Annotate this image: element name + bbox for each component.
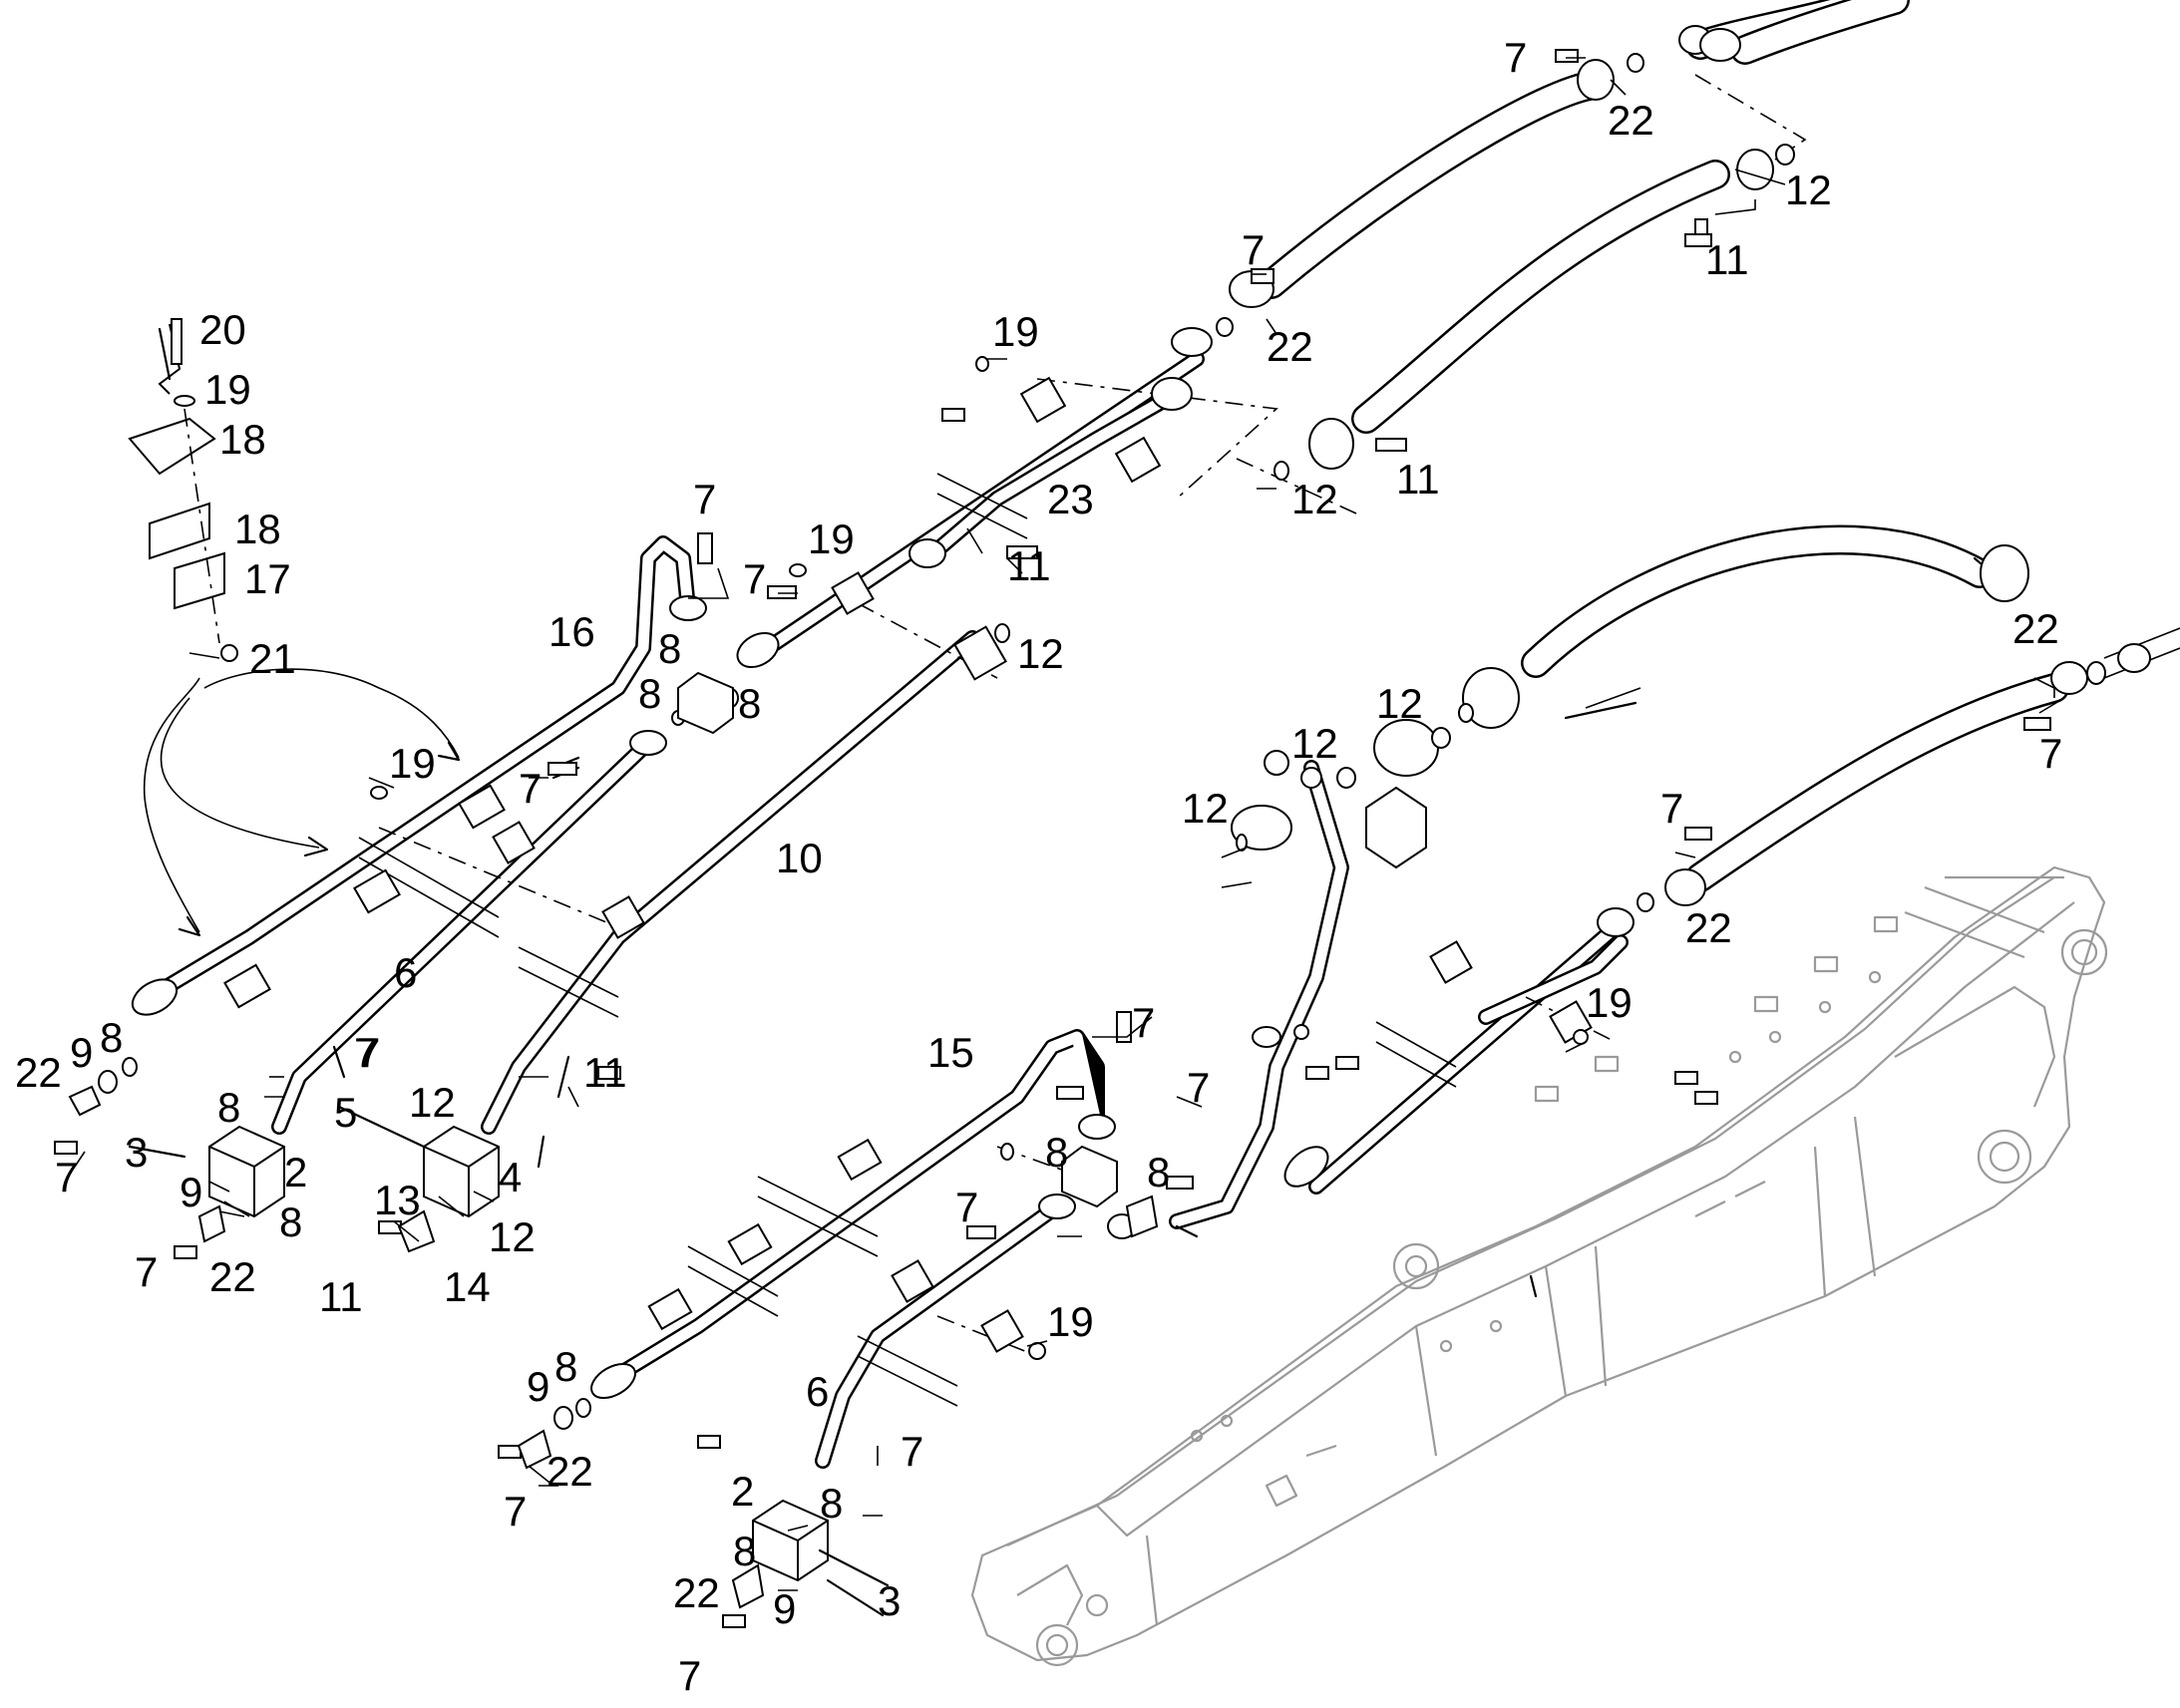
callout: 4: [499, 1154, 522, 1200]
callout: 16: [548, 608, 595, 655]
callout: 17: [244, 555, 291, 602]
callout: 11: [583, 1049, 627, 1096]
callout: 8: [100, 1014, 123, 1061]
callout: 10: [776, 835, 823, 881]
boom-arm: [970, 865, 2108, 1667]
callout: 13: [374, 1177, 421, 1223]
callout: 2: [731, 1468, 754, 1515]
callout: 2: [284, 1149, 307, 1196]
callout: 19: [992, 308, 1039, 355]
callout: 3: [125, 1129, 148, 1176]
callout: 22: [15, 1049, 62, 1096]
callout: 12: [1182, 785, 1229, 832]
callout: 18: [234, 506, 281, 552]
callout: 8: [738, 680, 761, 727]
callout: 9: [180, 1169, 202, 1215]
callout: 7: [678, 1652, 701, 1699]
callout: 8: [820, 1480, 843, 1527]
tube-assemblies: [142, 0, 2180, 1469]
callout: 6: [394, 949, 417, 996]
callout: 5: [334, 1089, 357, 1136]
callout-labels: 7 22 12 11 7 22 12 11 20 19 18 18 17 21 …: [15, 34, 2062, 1699]
callout: 7: [1242, 226, 1265, 273]
callout: 7: [135, 1248, 158, 1295]
callout: 23: [1047, 476, 1094, 522]
components: [54, 25, 2151, 1628]
callout: 7: [55, 1154, 78, 1200]
callout: 19: [1047, 1298, 1094, 1345]
callout: 8: [1147, 1149, 1170, 1196]
callout: 11: [1396, 456, 1440, 503]
callout: 7: [354, 1029, 377, 1076]
callout: 20: [199, 306, 246, 353]
callout: 19: [389, 740, 436, 787]
callout: 6: [806, 1368, 829, 1415]
arrow-right-middle: [160, 697, 320, 849]
callout: 7: [504, 1488, 527, 1535]
callout: 11: [319, 1273, 363, 1320]
callout: 19: [204, 366, 251, 413]
callout: 7: [2039, 730, 2062, 777]
callout: 8: [1045, 1129, 1068, 1176]
callout: 9: [773, 1585, 796, 1632]
callout: 7: [1132, 999, 1155, 1046]
callout: 7: [743, 555, 766, 602]
callout: 22: [1267, 323, 1313, 370]
callout: 12: [1017, 630, 1064, 677]
callout: 12: [1785, 167, 1832, 213]
callout: 11: [1705, 236, 1749, 283]
arrow-left-lower: [143, 677, 200, 933]
callout: 19: [1586, 979, 1633, 1026]
callout: 12: [489, 1213, 536, 1260]
callout: 8: [279, 1198, 302, 1245]
callout: 7: [519, 765, 542, 812]
callout: 12: [1376, 680, 1423, 727]
callout: 22: [209, 1253, 256, 1300]
callout: 7: [955, 1184, 978, 1230]
leader-lines: [74, 57, 2065, 1591]
callout: 19: [808, 515, 855, 562]
callout: 7: [693, 476, 716, 522]
callout: 12: [1291, 720, 1338, 767]
callout: 22: [1608, 97, 1654, 144]
callout: 18: [219, 416, 266, 463]
callout: 9: [70, 1029, 93, 1076]
callout: 12: [409, 1079, 456, 1126]
callout: 15: [927, 1029, 974, 1076]
callout: 7: [1187, 1064, 1210, 1111]
callout: 8: [733, 1528, 756, 1574]
callout: 8: [217, 1084, 240, 1131]
callout: 14: [444, 1263, 491, 1310]
callout: 8: [658, 625, 681, 672]
callout: 8: [638, 670, 661, 717]
callout: 21: [249, 635, 296, 682]
callout: 22: [546, 1448, 593, 1495]
callout: 7: [1660, 785, 1683, 832]
callout: 9: [527, 1363, 549, 1410]
callout: 7: [1504, 34, 1527, 81]
arrow-right-upper: [203, 668, 460, 759]
callout: 8: [554, 1343, 577, 1390]
callout: 22: [1685, 904, 1732, 951]
callout: 11: [1007, 542, 1051, 589]
callout: 22: [2012, 605, 2059, 652]
callout: 7: [357, 1029, 380, 1076]
clamp-stack: [128, 318, 238, 662]
callout: 3: [878, 1577, 901, 1624]
callout: 22: [673, 1569, 720, 1616]
callout: 12: [1291, 476, 1338, 522]
callout: 7: [901, 1428, 923, 1475]
